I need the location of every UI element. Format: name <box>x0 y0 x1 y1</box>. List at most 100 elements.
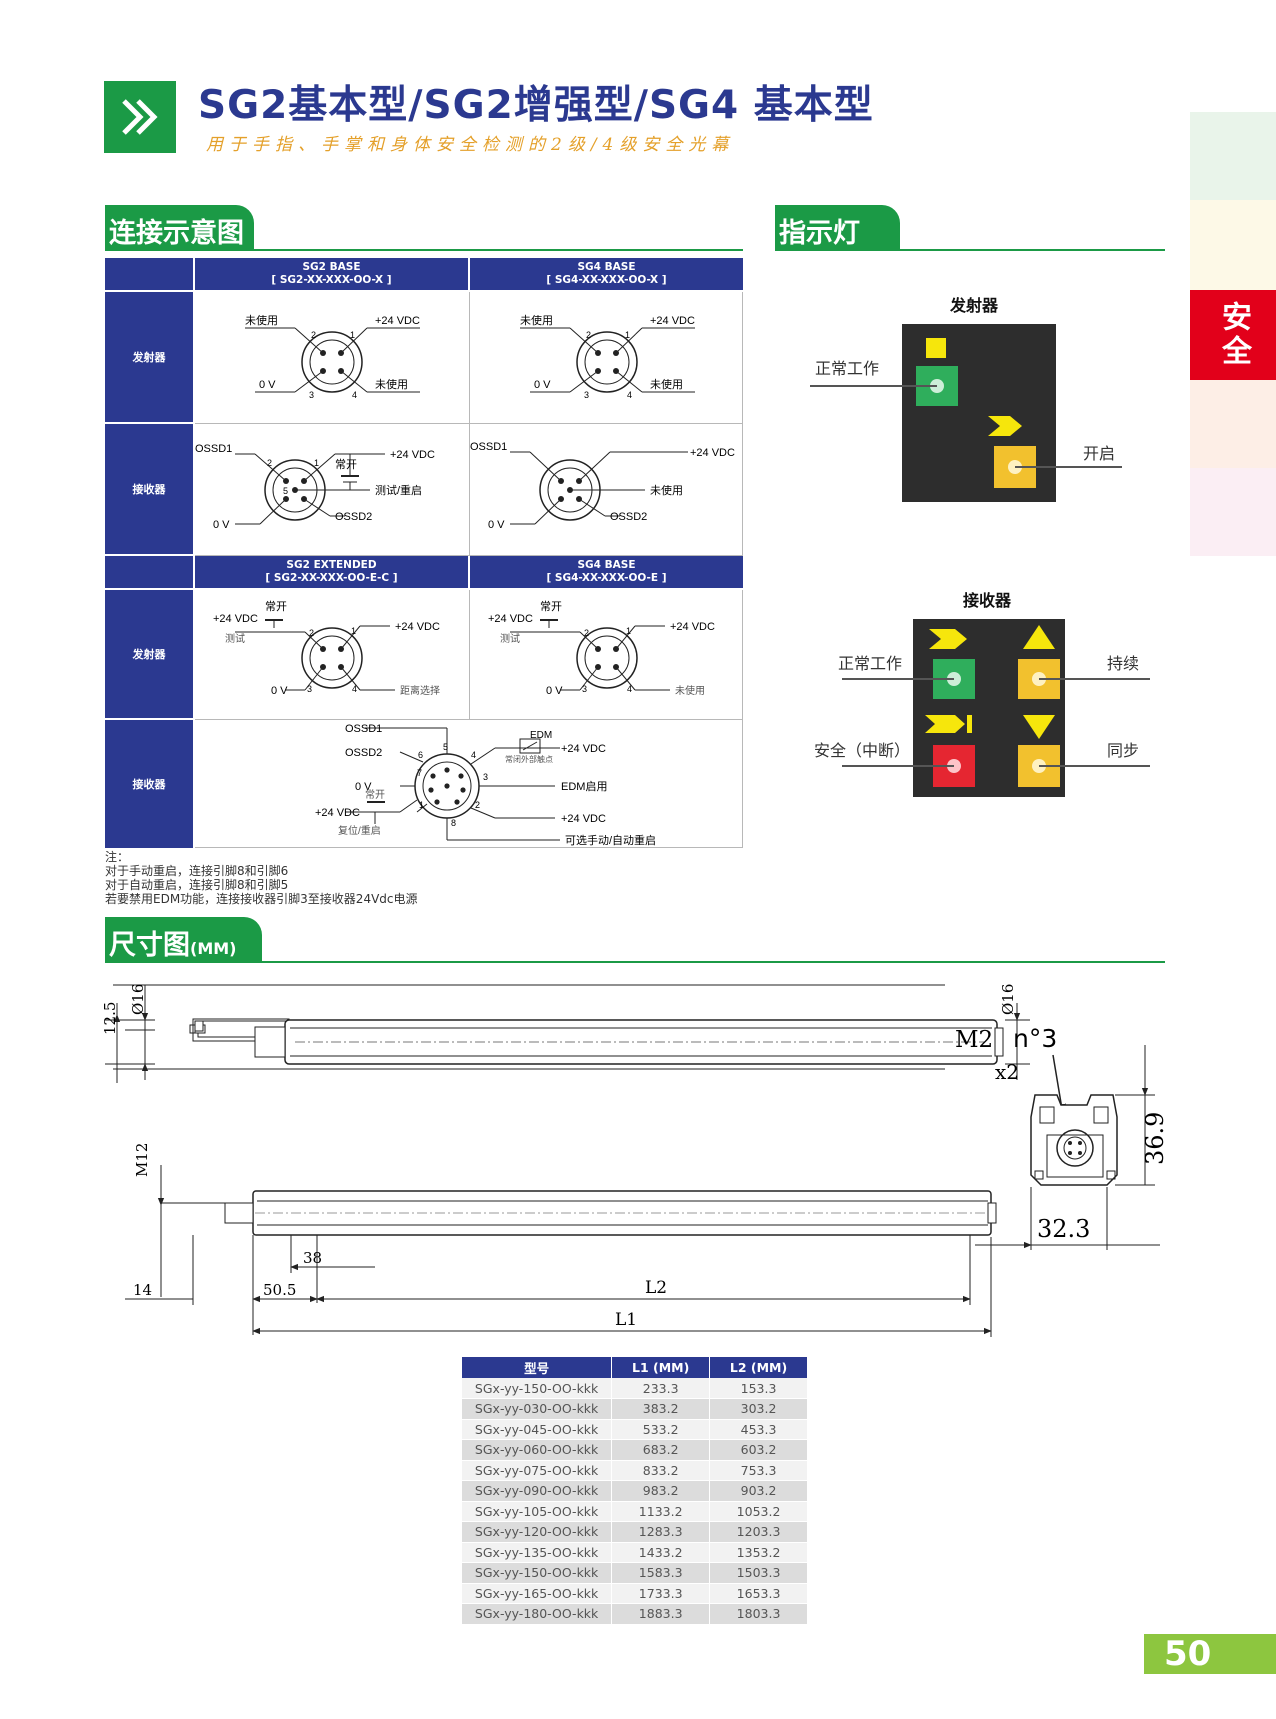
svg-text:+24 VDC: +24 VDC <box>315 807 360 819</box>
svg-text:4: 4 <box>627 390 632 400</box>
svg-text:OSSD2: OSSD2 <box>610 511 647 523</box>
svg-text:0 V: 0 V <box>271 685 288 697</box>
section-dimensions-title: 尺寸图(MM) <box>105 917 263 963</box>
table-cell: SGx-yy-165-OO-kkk <box>462 1583 613 1604</box>
svg-text:+24 VDC: +24 VDC <box>488 613 533 625</box>
svg-text:1: 1 <box>626 626 631 636</box>
svg-text:未使用: 未使用 <box>650 484 683 497</box>
diagram-extended-receiver: OSSD1 OSSD2 EDM +24 VDC 常闭外部触点 EDM启用 0 V… <box>195 720 743 848</box>
wiring-table: SG2 BASE[ SG2-XX-XXX-OO-X ] SG4 BASE[ SG… <box>105 258 743 848</box>
svg-text:1: 1 <box>350 330 355 340</box>
svg-text:2: 2 <box>475 800 480 810</box>
diagram-sg2-receiver: OSSD1 +24 VDC 常开 测试/重启 0 V OSSD2 2 1 5 <box>195 424 470 556</box>
side-tab-2 <box>1190 200 1276 290</box>
table-cell: 1433.2 <box>611 1542 711 1563</box>
receiver-indicator-panel <box>842 619 1150 797</box>
side-tab-5 <box>1190 468 1276 556</box>
table-cell: 833.2 <box>611 1460 711 1481</box>
svg-text:0 V: 0 V <box>259 379 276 391</box>
svg-text:7: 7 <box>417 768 422 778</box>
svg-text:5: 5 <box>283 486 288 496</box>
svg-text:2: 2 <box>311 330 316 340</box>
svg-text:+24 VDC: +24 VDC <box>375 315 420 327</box>
table-cell: 1733.3 <box>611 1583 711 1604</box>
svg-text:1: 1 <box>419 800 424 810</box>
section-wiring: 连接示意图 <box>105 205 743 251</box>
wiring-notes: 注： 对于手动重启，连接引脚8和引脚6 对于自动重启，连接引脚8和引脚5 若要禁… <box>105 850 418 906</box>
table-cell: SGx-yy-180-OO-kkk <box>462 1603 613 1625</box>
table-cell: SGx-yy-045-OO-kkk <box>462 1419 613 1440</box>
svg-text:Ø16: Ø16 <box>129 984 147 1015</box>
svg-text:测试: 测试 <box>225 632 245 645</box>
emitter-normal-label: 正常工作 <box>815 359 880 378</box>
receiver-safe-label: 安全（中断） <box>814 741 911 760</box>
table-cell: 153.3 <box>709 1378 808 1399</box>
section-wiring-title: 连接示意图 <box>105 205 254 251</box>
svg-text:M12: M12 <box>133 1143 151 1177</box>
svg-text:2: 2 <box>584 628 589 638</box>
svg-text:+24 VDC: +24 VDC <box>561 743 606 755</box>
svg-text:2: 2 <box>267 458 272 468</box>
svg-text:0 V: 0 V <box>534 379 551 391</box>
svg-text:+24 VDC: +24 VDC <box>213 613 258 625</box>
page-number: 50 <box>1144 1634 1276 1674</box>
emitter-arrow-icon <box>988 416 1022 436</box>
receiver-sync-label: 同步 <box>1107 741 1140 760</box>
svg-text:8: 8 <box>451 818 456 828</box>
svg-text:3: 3 <box>309 390 314 400</box>
svg-text:距离选择: 距离选择 <box>400 684 440 697</box>
svg-text:未使用: 未使用 <box>675 684 705 697</box>
table-cell: 983.2 <box>611 1480 711 1502</box>
emitter-on-label: 开启 <box>1083 444 1116 463</box>
row-emitter-1: 发射器 <box>105 292 193 422</box>
receiver-arrow-icon <box>929 629 967 649</box>
svg-text:3: 3 <box>307 684 312 694</box>
svg-text:常开: 常开 <box>365 788 385 801</box>
row-receiver-1: 接收器 <box>105 424 193 554</box>
table-cell: 1353.2 <box>709 1542 808 1563</box>
double-chevron-icon <box>122 99 158 135</box>
receiver-up-icon <box>1023 625 1055 649</box>
table-cell: 1053.2 <box>709 1501 808 1522</box>
table-cell: SGx-yy-135-OO-kkk <box>462 1542 613 1563</box>
svg-text:32.3: 32.3 <box>1037 1215 1090 1243</box>
svg-text:OSSD1: OSSD1 <box>345 723 382 735</box>
page-title: SG2基本型/SG2增强型/SG4 基本型 <box>198 83 874 128</box>
svg-text:4: 4 <box>352 390 357 400</box>
svg-text:0 V: 0 V <box>213 519 230 531</box>
svg-text:OSSD2: OSSD2 <box>345 747 382 759</box>
side-tab-safety[interactable]: 安全 <box>1190 290 1276 380</box>
svg-text:0 V: 0 V <box>355 781 372 793</box>
svg-text:6: 6 <box>418 750 423 760</box>
svg-text:常闭外部触点: 常闭外部触点 <box>505 754 553 764</box>
svg-text:M2: M2 <box>955 1027 993 1053</box>
table-cell: 1133.2 <box>611 1501 711 1522</box>
svg-text:3: 3 <box>584 390 589 400</box>
table-cell: 753.3 <box>709 1460 808 1481</box>
svg-text:38: 38 <box>303 1249 322 1267</box>
receiver-continuous-label: 持续 <box>1107 654 1140 673</box>
end-view-profile <box>1030 1094 1118 1186</box>
svg-text:+24 VDC: +24 VDC <box>650 315 695 327</box>
table-cell: 1653.3 <box>709 1583 808 1604</box>
table-cell: 683.2 <box>611 1439 711 1461</box>
table-cell: 533.2 <box>611 1419 711 1440</box>
col-sg2-base-header: SG2 BASE[ SG2-XX-XXX-OO-X ] <box>195 258 468 290</box>
svg-text:12.5: 12.5 <box>101 1002 119 1035</box>
svg-text:+24 VDC: +24 VDC <box>561 813 606 825</box>
col-sg2-extended-header: SG2 EXTENDED[ SG2-XX-XXX-OO-E-C ] <box>195 556 468 588</box>
table-header-row: 型号 L1 (MM) L2 (MM) <box>462 1357 808 1378</box>
svg-text:L1: L1 <box>615 1310 637 1330</box>
svg-text:测试: 测试 <box>500 632 520 645</box>
header-logo <box>104 81 176 153</box>
